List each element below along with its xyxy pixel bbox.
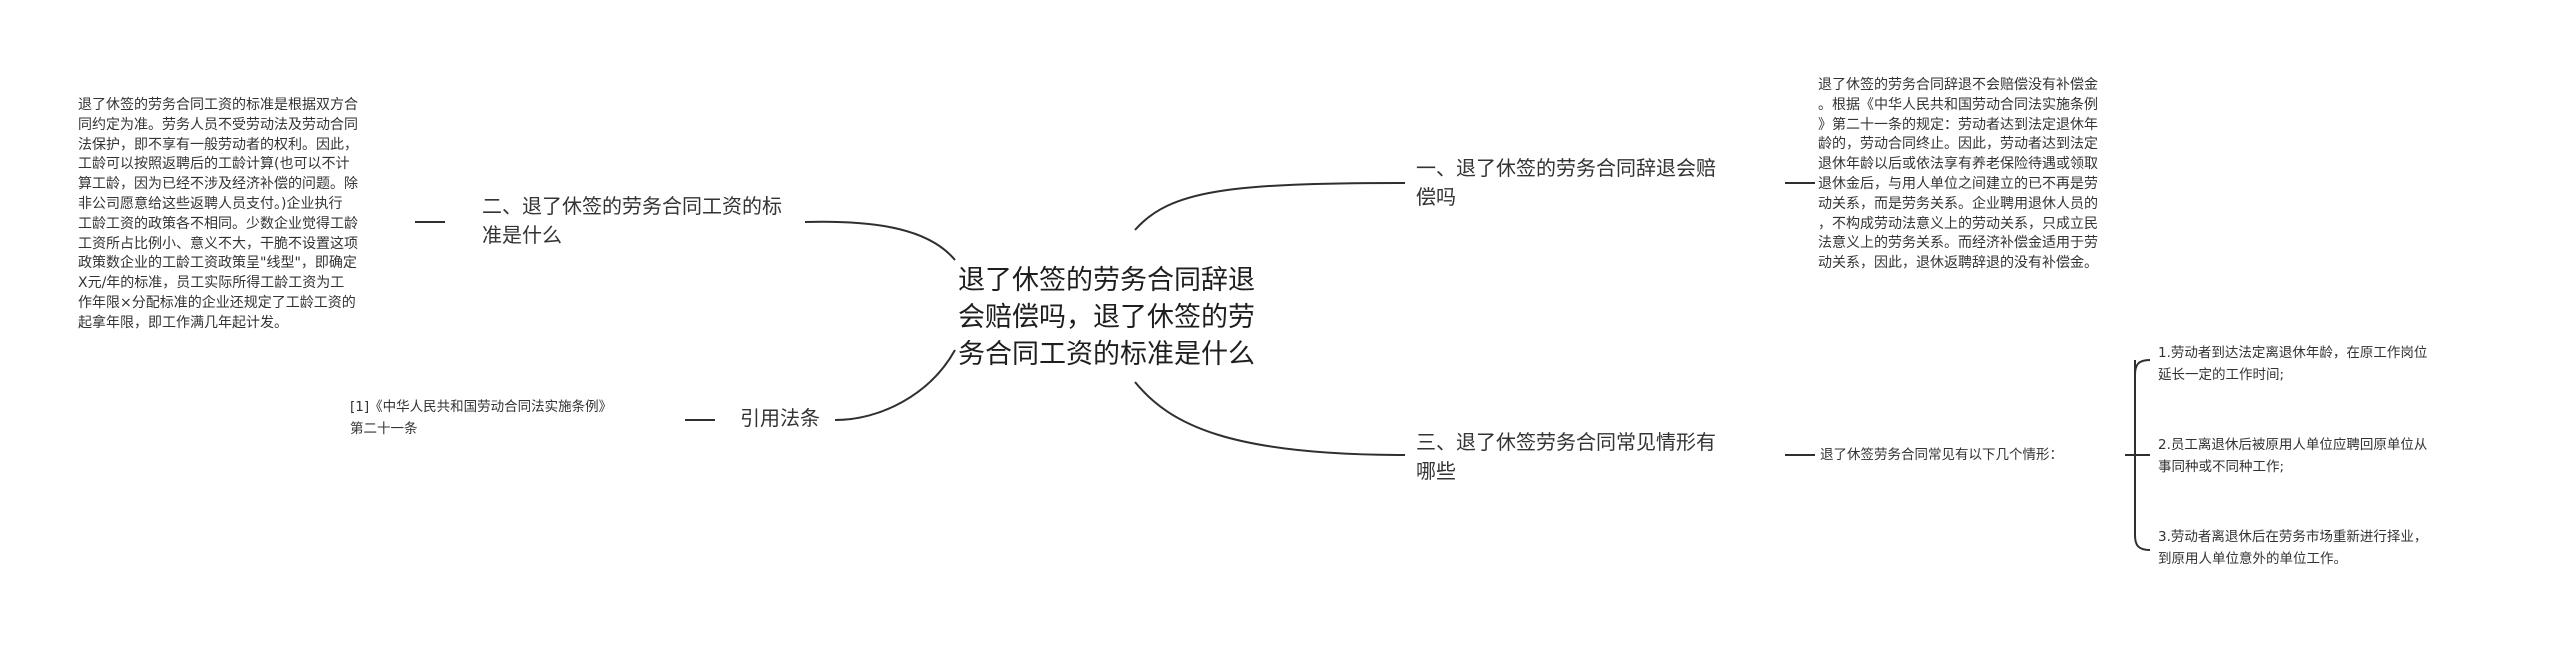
connector-center-b2 — [804, 220, 956, 261]
branch-wage-standard[interactable]: 二、退了休签的劳务合同工资的标 准是什么 — [482, 194, 782, 247]
leaf-common-cases-intro: 退了休签劳务合同常见有以下几个情形： — [1820, 447, 2063, 463]
leaf-case-item: 3.劳动者离退休后在劳务市场重新进行择业， 到原用人单位意外的单位工作。 — [2158, 529, 2428, 567]
leaf-case-item: 1.劳动者到达法定离退休年龄，在原工作岗位 延长一定的工作时间; — [2158, 345, 2428, 383]
branch-cited-law[interactable]: 引用法条 — [740, 406, 820, 430]
connector-center-b3 — [1134, 381, 1406, 456]
branch-compensation[interactable]: 一、退了休签的劳务合同辞退会赔 偿吗 — [1416, 156, 1716, 209]
leaf-compensation-detail: 退了休签的劳务合同辞退不会赔偿没有补偿金 。根据《中华人民共和国劳动合同法实施条… — [1818, 77, 2098, 272]
connector-center-b4 — [834, 349, 956, 421]
connector-b3-bracket — [2125, 359, 2151, 551]
leaf-cited-law-detail: [1]《中华人民共和国劳动合同法实施条例》 第二十一条 — [350, 399, 613, 437]
connector-center-b1 — [1134, 182, 1406, 231]
branch-common-cases[interactable]: 三、退了休签劳务合同常见情形有 哪些 — [1416, 430, 1716, 483]
central-topic[interactable]: 退了休签的劳务合同辞退 会赔偿吗，退了休签的劳 务合同工资的标准是什么 — [958, 265, 1255, 370]
leaf-wage-standard-detail: 退了休签的劳务合同工资的标准是根据双方合 同约定为准。劳务人员不受劳动法及劳动合… — [78, 97, 358, 331]
leaf-case-item: 2.员工离退休后被原用人单位应聘回原单位从 事同种或不同种工作; — [2158, 437, 2428, 475]
